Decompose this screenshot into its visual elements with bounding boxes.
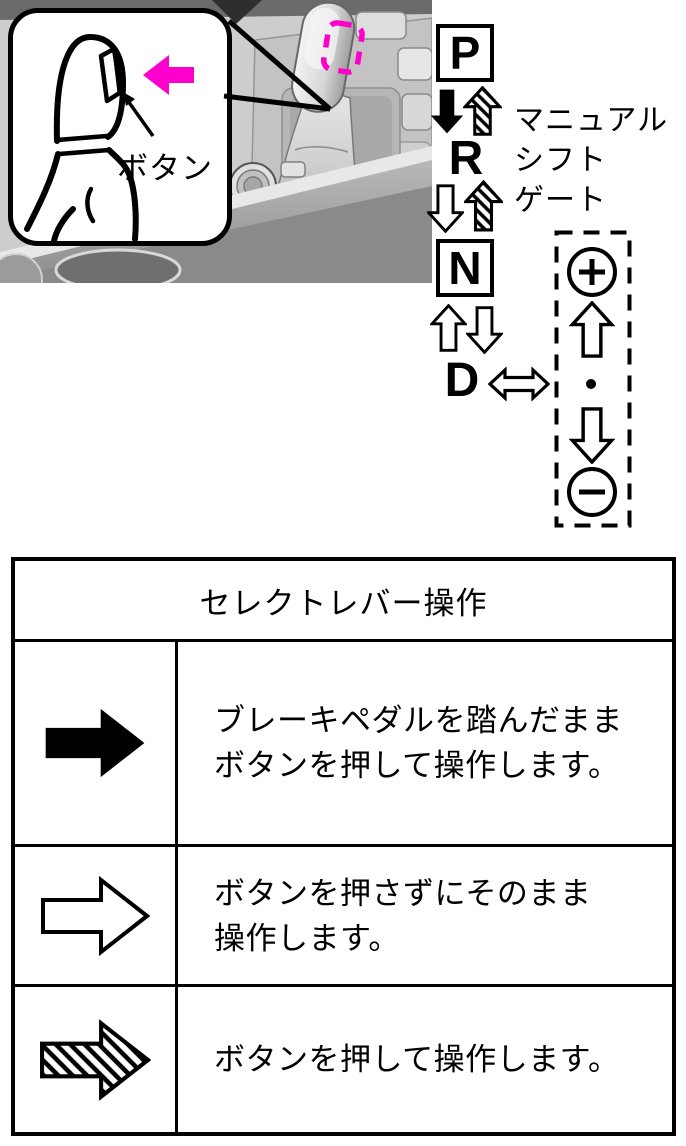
gate-letter-p: P bbox=[449, 27, 481, 79]
solid-black-right-arrow-icon bbox=[45, 708, 145, 778]
outline-up-arrow-icon bbox=[430, 304, 467, 352]
callout-bubble: ボタン bbox=[8, 8, 232, 246]
upshift-plus-icon bbox=[567, 247, 617, 297]
hatched-up-arrow-icon bbox=[464, 180, 503, 232]
gate-label-line3: ゲート bbox=[514, 184, 607, 217]
row-text-line: ボタンを押して操作します。 bbox=[214, 1042, 620, 1077]
hatched-right-arrow-icon bbox=[40, 1018, 151, 1101]
button-pointer-arrow-icon bbox=[126, 99, 155, 138]
table-row: ボタンを押さずにそのまま 操作します。 bbox=[15, 847, 672, 987]
row-description: ボタンを押さずにそのまま 操作します。 bbox=[178, 847, 672, 984]
magenta-left-arrow-icon bbox=[143, 55, 194, 95]
row-description: ブレーキペダルを踏んだまま ボタンを押して操作します。 bbox=[178, 642, 672, 844]
gate-label-line1: マニュアル bbox=[514, 104, 669, 137]
arrow-cell bbox=[15, 642, 178, 844]
gate-position-N: N bbox=[436, 239, 494, 297]
outline-down-arrow-icon bbox=[466, 306, 503, 354]
row-description: ボタンを押して操作します。 bbox=[178, 987, 672, 1132]
double-horizontal-arrow-icon bbox=[488, 366, 550, 402]
table-row: ブレーキペダルを踏んだまま ボタンを押して操作します。 bbox=[15, 642, 672, 847]
row-text-line: ブレーキペダルを踏んだまま bbox=[214, 703, 623, 738]
outline-down-arrow-icon bbox=[427, 184, 464, 234]
row-text-line: 操作します。 bbox=[214, 920, 400, 956]
outline-right-arrow-icon bbox=[41, 875, 150, 956]
gate-position-P: P bbox=[436, 24, 494, 82]
outline-down-arrow-icon bbox=[569, 407, 615, 464]
button-label: ボタン bbox=[117, 151, 213, 186]
manual-shift-gate-label: マニュアル シフト ゲート bbox=[514, 101, 668, 221]
manual-gate-dashed-box bbox=[554, 230, 632, 528]
table-row: ボタンを押して操作します。 bbox=[15, 987, 672, 1132]
solid-down-arrow-icon bbox=[430, 89, 464, 134]
hatched-up-arrow-icon bbox=[463, 86, 502, 136]
row-text-line: ボタンを押して操作します。 bbox=[214, 748, 620, 783]
arrow-cell bbox=[15, 847, 178, 984]
dot-separator-icon bbox=[586, 379, 596, 389]
gate-letter-r: R bbox=[448, 131, 484, 185]
gate-position-D: D bbox=[440, 354, 484, 407]
row-text-line: ボタンを押さずにそのまま bbox=[214, 875, 592, 911]
gate-position-R: R bbox=[444, 132, 488, 185]
outline-up-arrow-icon bbox=[569, 301, 615, 358]
gate-letter-d: D bbox=[444, 353, 480, 407]
select-lever-operation-table: セレクトレバー操作 ブレーキペダルを踏んだまま ボタンを押して操作します。 ボタ… bbox=[11, 557, 676, 1136]
arrow-cell bbox=[15, 987, 178, 1132]
hand-on-knob-drawing bbox=[24, 34, 194, 241]
table-title: セレクトレバー操作 bbox=[15, 561, 672, 642]
gate-letter-n: N bbox=[448, 242, 482, 294]
gate-label-line2: シフト bbox=[514, 144, 607, 177]
downshift-minus-icon bbox=[567, 467, 617, 517]
